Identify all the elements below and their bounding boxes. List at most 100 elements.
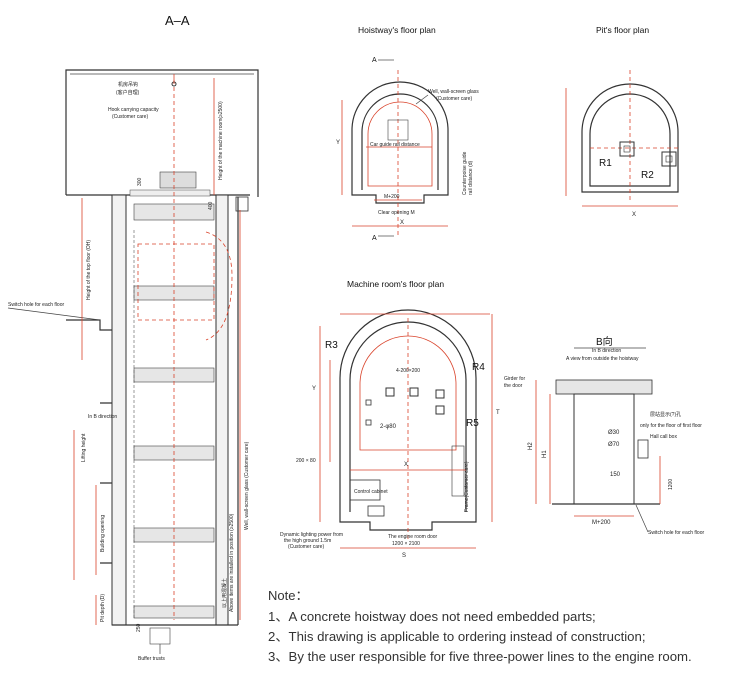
pit-buffer-r2: [661, 151, 677, 167]
pit-buffer-r1-inner: [623, 145, 631, 153]
lifting-height-label: Lifting height: [81, 433, 87, 462]
pit-inner-wall: [589, 93, 671, 187]
top-floor-height-label: Height of the top floor (OH): [86, 240, 92, 300]
car-door-curve: [205, 231, 233, 341]
hoistway-m200-label: M+200: [384, 194, 400, 200]
hoistway-car: [367, 101, 433, 187]
b-view-phi30: Ø30: [608, 430, 620, 436]
machine-title: Machine room's floor plan: [347, 279, 444, 289]
shaft-left-wall: [111, 194, 127, 626]
b-view-girder: [555, 379, 653, 395]
dim-250: 250: [136, 623, 142, 632]
machine-s-label: S: [402, 553, 406, 559]
machine-hole-1: [385, 387, 395, 397]
machine-phi-hole-2: [365, 419, 372, 426]
b-view-call-box: [637, 439, 649, 459]
machine-inner-wall: [349, 321, 467, 512]
pit-buffer-r2-inner: [665, 155, 673, 163]
hoistway-x-label: X: [400, 220, 404, 226]
pit-depth-label: Pit depth (D): [100, 594, 106, 622]
machine-dynamic-label-1: Dynamic lighting power from: [280, 532, 343, 538]
b-view-switch-hole: Switch hole for each floor: [648, 530, 704, 536]
machine-phi-label: 2-φ80: [380, 424, 397, 430]
machine-door-label-2: 1200 × 2100: [392, 541, 420, 547]
machine-car-outline: [359, 335, 457, 451]
b-view-h2: H2: [528, 442, 534, 450]
machine-hole-2: [409, 387, 419, 397]
bottom-note-label: Above items are installed in position (≥…: [229, 513, 235, 612]
pit-title: Pit's floor plan: [596, 25, 649, 35]
b-view-view-label: A view from outside the hoistway: [566, 356, 639, 362]
glass-leader: [415, 94, 429, 105]
dim-400: 400: [208, 201, 214, 210]
in-b-direction-label: In B direction: [88, 414, 117, 420]
pit-r1-label: R1: [599, 158, 612, 169]
floor-steps: [100, 402, 112, 564]
hook-label-en-2: (Customer care): [112, 114, 148, 120]
hoistway-a-top: A: [372, 57, 377, 64]
b-view-m200: M+200: [592, 520, 611, 526]
notes-block: Note： 1、A concrete hoistway does not nee…: [268, 585, 728, 667]
b-view-girder-label-1: Girder for: [504, 376, 525, 382]
machine-x-label: X: [404, 462, 408, 468]
hoistway-clear-label: Clear opening M: [378, 210, 415, 216]
machine-r3-label: R3: [325, 340, 338, 351]
machine-phi-hole-1: [365, 399, 372, 406]
machine-hole-3: [435, 389, 445, 399]
hoistway-guide-label: Car guide rail distance: [370, 142, 420, 148]
machine-r5-label: R5: [466, 418, 479, 429]
building-opening-label: Building opening: [100, 515, 106, 552]
note-item-3: 3、By the user responsible for five three…: [268, 649, 692, 664]
machine-base: [129, 189, 211, 197]
machine-frame-label: Frame(Customer care): [464, 461, 470, 512]
bottom-cn-label: 以上用混凝土: [221, 578, 228, 608]
b-view-150: 150: [610, 472, 621, 478]
section-aa-title: A–A: [165, 13, 190, 28]
hoistway-plan: Hoistway's floor plan A Y X M+200 Clear …: [336, 25, 479, 242]
hoistway-counter-label-2: rail distance (d): [468, 160, 474, 195]
hoistway-outer-wall: [351, 81, 449, 204]
b-view-phi70: Ø70: [608, 442, 620, 448]
hoistway-y-label: Y: [336, 140, 340, 146]
hook-label-cn-2: (客户自理): [116, 89, 140, 96]
hoistway-inner-wall: [361, 93, 439, 190]
hook-label-cn-1: 机房吊钩: [118, 81, 138, 88]
machine-r4-label: R4: [472, 362, 485, 373]
b-view-cn-note: 层站显示(?)孔: [650, 411, 681, 418]
b-view-only-first: only for the floor of first floor: [640, 423, 702, 429]
b-view: B向 In B direction A view from outside th…: [504, 335, 704, 536]
machine-dynamic-label-2: the high ground 1.5m: [284, 538, 331, 544]
hoistway-title: Hoistway's floor plan: [358, 25, 436, 35]
shaft-right-wall: [215, 194, 229, 626]
control-cabinet-box: [349, 479, 381, 501]
switch-hole-step: [66, 319, 112, 331]
hoistway-glass-label-2: (Customer care): [436, 96, 472, 102]
b-view-1200: 1200: [668, 479, 674, 490]
machine-size200-label: 200 × 80: [296, 458, 316, 464]
machine-outer-wall: [339, 309, 477, 531]
machine-plan: Machine room's floor plan R3 R4 R5 4-200…: [280, 279, 500, 559]
machine-door-label-1: The engine room door: [388, 534, 438, 540]
hook-label-en-1: Hook carrying capacity: [108, 107, 159, 113]
hoistway-glass-label: Well, wall-screen glass: [428, 89, 479, 95]
elevator-car: [137, 243, 215, 321]
switch-hole-label: Switch hole for each floor: [8, 302, 64, 308]
dim-300: 300: [137, 177, 143, 186]
hoistway-counterweight: [387, 119, 409, 141]
glass-wall-label: Well, wall-screen glass (Customer care): [244, 441, 250, 530]
section-aa: A–A 机房吊钩 (客户自理) Hook carrying capacity (…: [7, 13, 259, 662]
machine-y-label: Y: [312, 386, 316, 392]
b-view-h1: H1: [542, 450, 548, 458]
b-view-hall-call: Hall call box: [650, 434, 677, 440]
buffer-block: [149, 627, 171, 645]
machine-room-step: [235, 196, 249, 212]
machine-room-outline: [65, 69, 259, 197]
machine-dynamic-label-3: (Customer care): [288, 544, 324, 550]
machine-frame-box: [451, 445, 465, 497]
hoistway-counter-label-1: Counterpoise guide: [462, 151, 468, 195]
b-view-switch-leader: [635, 504, 649, 533]
note-item-1: 1、A concrete hoistway does not need embe…: [268, 609, 596, 624]
machine-t-label: T: [496, 410, 500, 416]
pit-r2-label: R2: [641, 170, 654, 181]
